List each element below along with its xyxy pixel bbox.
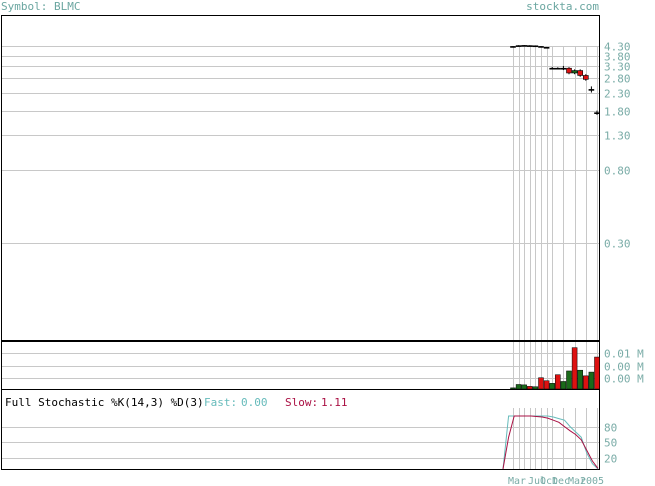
slow-label: Slow: [285, 396, 318, 409]
candle-body [515, 45, 522, 47]
candle-body [510, 46, 516, 48]
price-tick-label: 3.30 [604, 61, 631, 74]
volume-tick-label: 0.01 M [604, 348, 644, 361]
volume-bar [527, 386, 533, 390]
candle-body [577, 70, 584, 76]
candle-body [521, 45, 528, 47]
candle-body [560, 67, 567, 70]
volume-panel [1, 341, 600, 390]
volume-bar [588, 371, 595, 390]
candle-body [532, 45, 539, 48]
candle-body [526, 45, 533, 47]
price-tick-label: 0.80 [604, 165, 631, 178]
volume-bar [543, 380, 550, 390]
volume-bar [532, 386, 539, 390]
volume-bar [538, 377, 544, 390]
price-tick-label: 2.30 [604, 88, 631, 101]
stochastic-tick-label: 50 [604, 437, 617, 450]
volume-bar [577, 369, 583, 390]
date-tick-label: Oct [540, 476, 558, 486]
candle-body [571, 70, 578, 74]
candle-body [543, 47, 550, 49]
stochastic-panel [1, 389, 600, 470]
candle-body [566, 67, 572, 74]
price-tick-label: 0.30 [604, 238, 631, 251]
date-tick-label: Mar [508, 476, 526, 486]
date-tick-label: 2005 [580, 476, 604, 486]
stochastic-tick-label: 20 [604, 453, 617, 466]
price-tick-label: 1.80 [604, 106, 631, 119]
volume-bar [560, 381, 567, 390]
price-tick-label: 2.80 [604, 73, 631, 86]
volume-bar [566, 370, 572, 390]
candle-body [582, 75, 589, 80]
fast-label: Fast: [204, 396, 237, 409]
volume-bar [549, 383, 555, 390]
volume-bar [521, 384, 527, 390]
volume-bar [594, 356, 600, 390]
slow-line [502, 415, 599, 470]
volume-bar [510, 387, 516, 390]
date-tick-label: Mar [568, 476, 586, 486]
price-tick-label: 3.80 [604, 51, 631, 64]
stochastic-tick-label: 80 [604, 422, 617, 435]
stochastic-title: Full Stochastic %K(14,3) %D(3) [5, 396, 204, 409]
site-label: stockta.com [526, 0, 599, 13]
date-tick-label: Jul [528, 476, 546, 486]
fast-value: 0.00 [241, 396, 268, 409]
price-panel [1, 15, 600, 341]
candle-body [594, 112, 600, 114]
candle-body [588, 89, 595, 91]
candle-body [538, 46, 544, 48]
price-tick-label: 1.30 [604, 130, 631, 143]
volume-bar [571, 347, 578, 390]
volume-bar [555, 374, 561, 390]
slow-value: 1.11 [321, 396, 348, 409]
volume-tick-label: 0.00 M [604, 361, 644, 374]
symbol-label: Symbol: BLMC [1, 0, 81, 13]
candle-body [554, 67, 561, 70]
price-tick-label: 4.30 [604, 41, 631, 54]
volume-bar [515, 384, 522, 390]
candle-body [549, 67, 556, 70]
date-tick-label: Dec [552, 476, 570, 486]
volume-tick-label: 0.00 M [604, 373, 644, 386]
volume-bar [583, 375, 589, 390]
